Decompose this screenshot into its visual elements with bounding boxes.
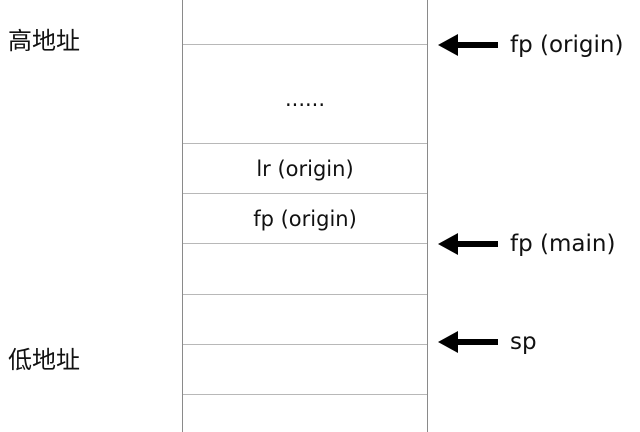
fp-origin-pointer: fp (origin) [438,31,623,59]
high-address-label: 高地址 [8,27,80,55]
low-address-label: 低地址 [8,346,80,374]
stack-divider [183,243,427,244]
left-arrow-icon [438,34,498,56]
stack-slot-fp-origin: fp (origin) [253,207,357,231]
stack-divider [183,143,427,144]
fp-origin-pointer-label: fp (origin) [510,32,624,58]
left-arrow-icon [438,233,498,255]
fp-main-pointer: fp (main) [438,230,615,258]
stack-divider [183,193,427,194]
left-arrow-icon [438,331,498,353]
fp-main-pointer-label: fp (main) [510,231,616,257]
stack-column: ...... lr (origin) fp (origin) [182,0,428,432]
stack-slot-lr-origin: lr (origin) [256,157,354,181]
sp-pointer-label: sp [510,329,537,355]
stack-divider [183,294,427,295]
stack-slot-ellipsis: ...... [284,87,326,111]
stack-divider [183,394,427,395]
sp-pointer: sp [438,328,537,356]
stack-divider [183,44,427,45]
stack-divider [183,344,427,345]
